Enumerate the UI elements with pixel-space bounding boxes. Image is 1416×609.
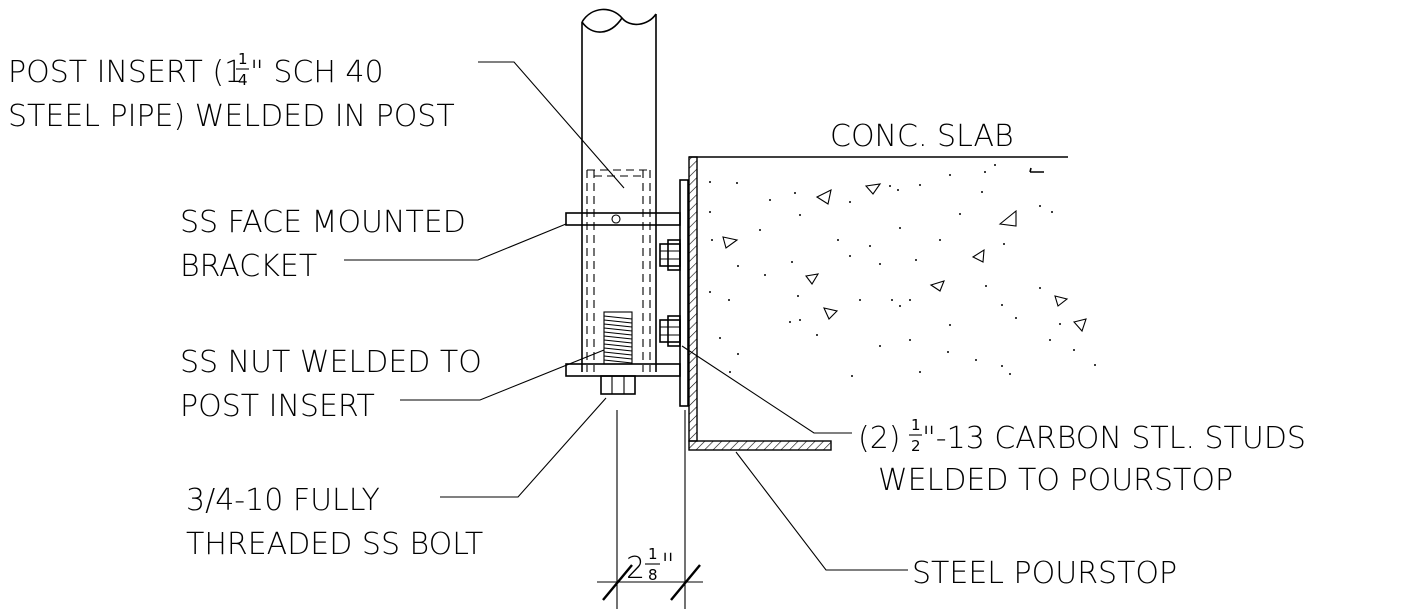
post-insert-line2: STEEL PIPE) WELDED IN POST (8, 99, 455, 134)
studs-frac-den: 2 (911, 437, 921, 455)
studs-prefix: (2) (858, 421, 901, 456)
nut-line1: SS NUT WELDED TO (180, 345, 482, 380)
post-insert-frac-num: 1 (238, 50, 248, 68)
dimension-frac-den: 8 (648, 566, 658, 584)
post (581, 8, 657, 372)
studs-frac-num: 1 (911, 416, 921, 434)
face-mounted-bracket (565, 212, 681, 226)
label-studs: (2) 1 2 "-13 CARBON STL. STUDS WELDED TO… (858, 416, 1306, 498)
studs-rest: "-13 CARBON STL. STUDS (922, 421, 1306, 456)
label-bolt: 3/4-10 FULLY THREADED SS BOLT (186, 483, 483, 562)
post-insert-line1: POST INSERT (1 (8, 55, 243, 90)
dimension-unit: " (661, 548, 675, 583)
dimension-frac-num: 1 (648, 545, 658, 563)
concrete-slab (689, 156, 1096, 377)
dimension-whole: 2 (626, 551, 645, 586)
bolt-line2: THREADED SS BOLT (186, 527, 483, 562)
label-pourstop: STEEL POURSTOP (912, 556, 1177, 591)
bracket-line2: BRACKET (180, 249, 317, 284)
studs-line2: WELDED TO POURSTOP (878, 463, 1233, 498)
bracket-line1: SS FACE MOUNTED (180, 205, 466, 240)
post-insert-pipe (586, 169, 651, 372)
label-post-insert: POST INSERT (1 1 4 " SCH 40 STEEL PIPE) … (8, 50, 455, 134)
label-nut: SS NUT WELDED TO POST INSERT (180, 345, 482, 424)
post-insert-line1-rest: " SCH 40 (250, 55, 384, 90)
leaders (344, 61, 908, 571)
steel-pourstop (688, 156, 832, 451)
threaded-bolt (603, 311, 633, 365)
bolt-head (600, 375, 636, 395)
nut-line2: POST INSERT (180, 389, 375, 424)
dimension-2-1-8: 2 1 8 " (597, 410, 703, 609)
label-bracket: SS FACE MOUNTED BRACKET (180, 205, 466, 284)
post-insert-frac-den: 4 (238, 71, 248, 89)
vertical-plate (679, 179, 689, 407)
stud-lower (659, 315, 681, 347)
label-conc-slab: CONC. SLAB (830, 119, 1014, 154)
bottom-bracket-plate (565, 363, 681, 377)
stud-upper (659, 239, 681, 271)
bolt-line1: 3/4-10 FULLY (186, 483, 380, 518)
